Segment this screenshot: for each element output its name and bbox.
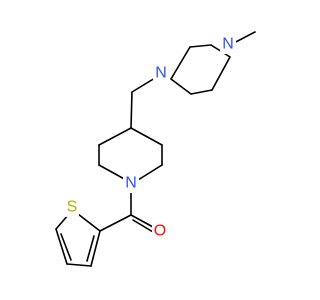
bonds <box>55 31 256 267</box>
bond-pip-1 <box>98 127 132 146</box>
bond-co-thio <box>99 214 132 232</box>
atom-labels: N N N O S <box>65 34 236 241</box>
bond-th-3d <box>60 233 72 261</box>
structure-svg: N N N O S <box>55 31 256 267</box>
bond-pz-2 <box>189 44 212 48</box>
molecule-diagram: N N N O S <box>55 31 256 267</box>
atom-n-methyl: N <box>220 34 236 54</box>
bond-pz-4 <box>211 56 231 91</box>
atom-s-thiophene: S <box>65 197 79 217</box>
n-piperidine-label: N <box>125 175 137 192</box>
bond-pip-6 <box>137 164 163 181</box>
n-linker-label: N <box>155 65 167 82</box>
atom-o-carbonyl: O <box>152 221 168 241</box>
bond-pip-4 <box>130 127 163 146</box>
bond-co-2 <box>132 219 154 233</box>
atom-n-linker: N <box>153 63 169 83</box>
n-methyl-label: N <box>222 36 234 53</box>
s-thiophene-label: S <box>67 199 78 216</box>
bond-th-5d <box>86 235 95 262</box>
bond-ch2-pip <box>130 91 133 129</box>
bond-pz-5 <box>190 89 213 95</box>
bond-pz-6 <box>170 78 192 95</box>
bond-th-1 <box>77 213 101 232</box>
bond-th-4 <box>66 263 92 267</box>
bond-pz-1 <box>170 46 191 80</box>
bond-co-1 <box>130 214 154 228</box>
atom-n-piperidine: N <box>123 173 139 193</box>
o-carbonyl-label: O <box>154 223 166 240</box>
bond-th-5 <box>90 230 101 267</box>
bond-th-3 <box>55 228 68 265</box>
